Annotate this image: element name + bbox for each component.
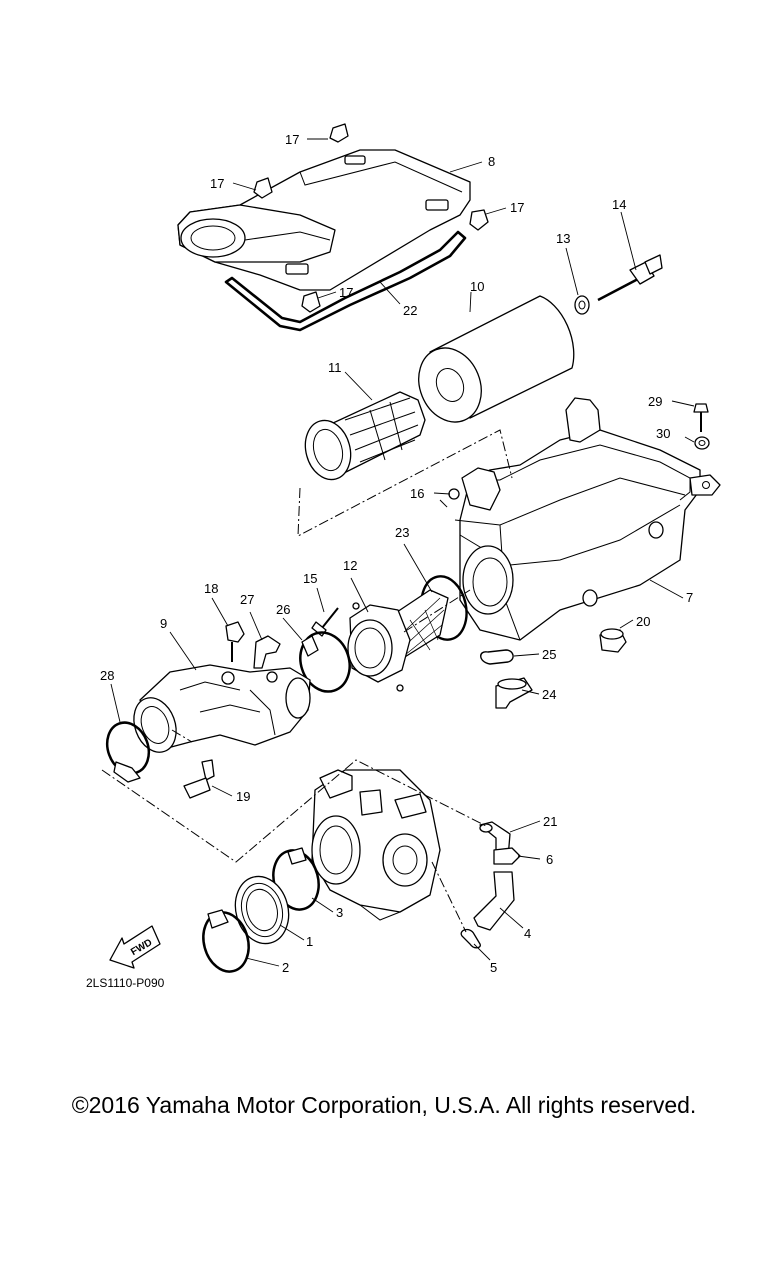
part-7-airbox-case — [454, 397, 721, 641]
callout-18: 18 — [204, 581, 218, 596]
part-6-clamp — [493, 847, 521, 865]
callout-27: 27 — [240, 592, 254, 607]
callout-17: 17 — [210, 176, 224, 191]
callout-25: 25 — [542, 647, 556, 662]
part-20-plug — [599, 628, 627, 653]
callout-26: 26 — [276, 602, 290, 617]
part-29-bolt — [693, 403, 709, 432]
part-26-clamp — [299, 631, 351, 693]
callout-12: 12 — [343, 558, 357, 573]
callout-7: 7 — [686, 590, 693, 605]
callout-labels: 17 8 17 17 14 13 10 17 22 11 29 30 16 23… — [100, 132, 693, 975]
diagram-code: 2LS1110-P090 — [86, 976, 165, 990]
part-25-clip — [480, 649, 514, 665]
part-10-filter-element — [418, 295, 575, 423]
part-14-bolt — [597, 254, 663, 302]
part-27-elbow — [253, 635, 281, 669]
callout-23: 23 — [395, 525, 409, 540]
callout-4: 4 — [524, 926, 531, 941]
part-22-seal — [224, 230, 467, 332]
copyright-notice: ©2016 Yamaha Motor Corporation, U.S.A. A… — [71, 1092, 697, 1118]
callout-16: 16 — [410, 486, 424, 501]
part-4-hose — [473, 871, 515, 931]
part-2-clamp — [202, 909, 250, 973]
callout-13: 13 — [556, 231, 570, 246]
part-19-fitting — [183, 759, 215, 799]
callout-19: 19 — [236, 789, 250, 804]
callout-5: 5 — [490, 960, 497, 975]
assembly-lines — [101, 429, 513, 933]
part-30-grommet — [694, 436, 710, 450]
callout-28: 28 — [100, 668, 114, 683]
callout-14: 14 — [612, 197, 626, 212]
callout-21: 21 — [543, 814, 557, 829]
callout-17: 17 — [339, 285, 353, 300]
part-8-airbox-cover — [177, 149, 471, 291]
part-24-drain — [495, 677, 533, 709]
callout-3: 3 — [336, 905, 343, 920]
callout-2: 2 — [282, 960, 289, 975]
callout-6: 6 — [546, 852, 553, 867]
throttle-body — [311, 769, 441, 921]
callout-17: 17 — [285, 132, 299, 147]
callout-1: 1 — [306, 934, 313, 949]
callout-10: 10 — [470, 279, 484, 294]
callout-30: 30 — [656, 426, 670, 441]
leader-lines — [110, 138, 695, 967]
part-5-clip — [460, 928, 481, 949]
part-11-filter-guide — [304, 391, 426, 481]
part-9-intake-duct — [133, 664, 311, 753]
part-13-washer — [574, 295, 590, 315]
callout-11: 11 — [328, 360, 342, 375]
callout-17: 17 — [510, 200, 524, 215]
callout-15: 15 — [303, 571, 317, 586]
part-1-joint — [234, 875, 290, 945]
callout-8: 8 — [488, 154, 495, 169]
callout-29: 29 — [648, 394, 662, 409]
callout-9: 9 — [160, 616, 167, 631]
part-28-clamp — [105, 721, 151, 783]
forward-arrow-icon: FWD — [109, 925, 161, 969]
part-16-band — [448, 488, 460, 500]
part-18-sensor — [225, 621, 245, 662]
callout-24: 24 — [542, 687, 556, 702]
callout-22: 22 — [403, 303, 417, 318]
part-12-joint — [347, 589, 449, 692]
callout-20: 20 — [636, 614, 650, 629]
part-17-clips — [253, 123, 489, 313]
